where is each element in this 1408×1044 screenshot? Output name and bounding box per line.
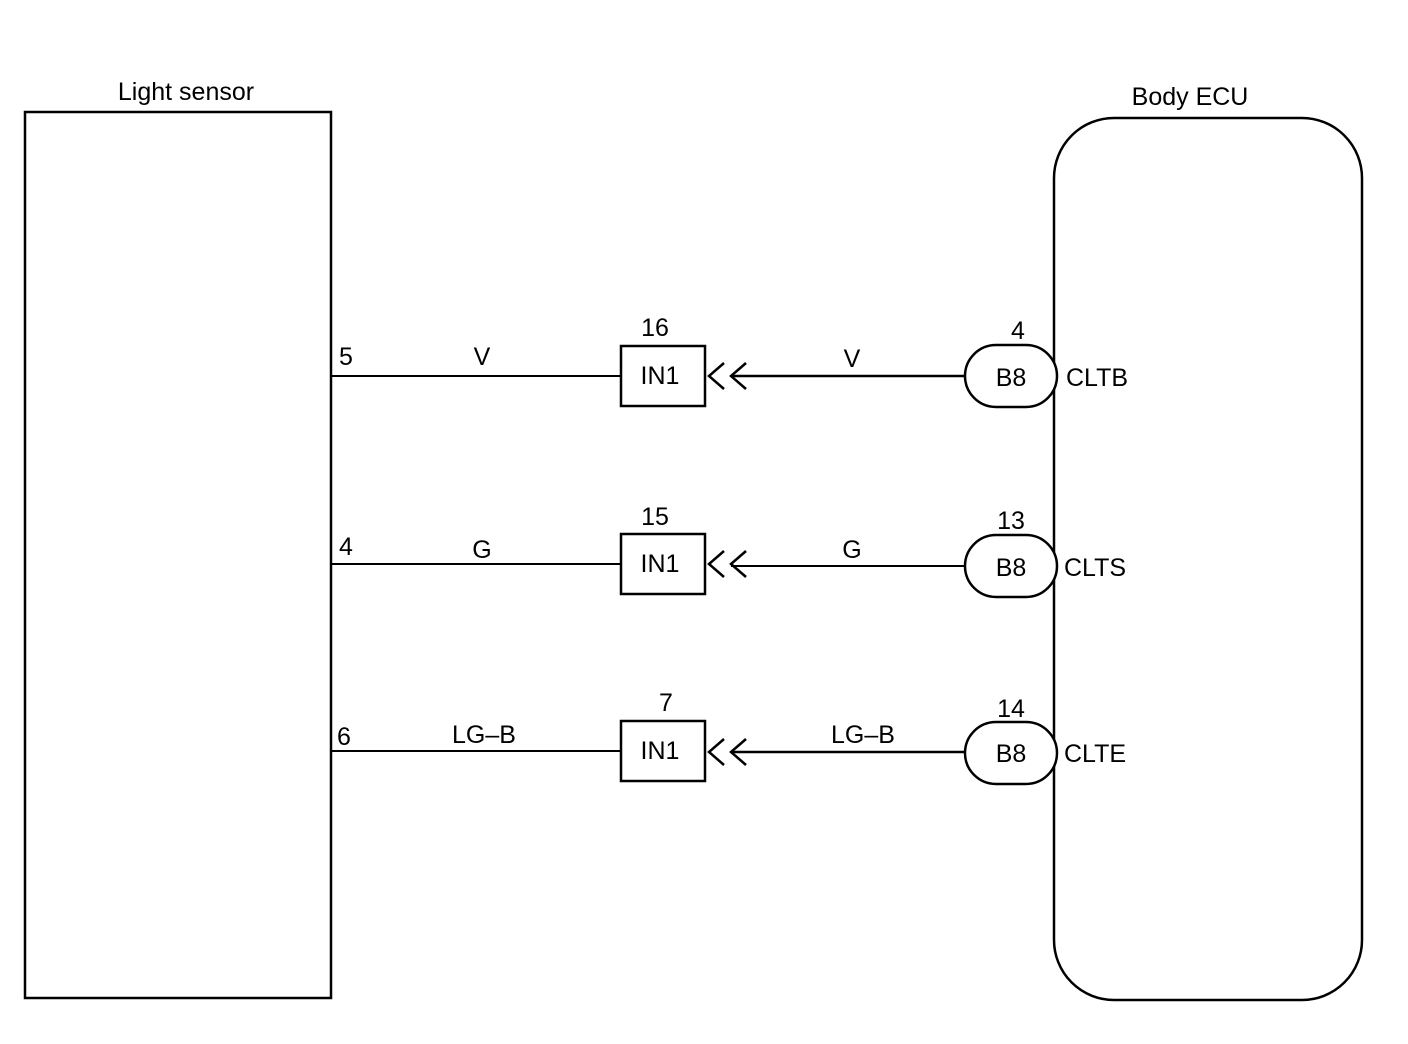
wire-color-left: LG–B	[452, 721, 516, 749]
wire-color-right: G	[842, 536, 861, 564]
junction-pin: 7	[659, 689, 673, 717]
junction-pin: 16	[641, 314, 669, 342]
light-sensor: Light sensor	[23, 78, 333, 1000]
wire-color-right: LG–B	[831, 721, 895, 749]
ecu-pin: 4	[1011, 317, 1025, 345]
sensor-pin: 6	[337, 723, 351, 751]
connector-chevron-icon	[707, 550, 747, 578]
junction-pin: 15	[641, 503, 669, 531]
ecu-connector-label: B8	[996, 364, 1027, 392]
junction-connector-box	[619, 719, 707, 783]
ecu-pin: 13	[997, 507, 1025, 535]
ecu-pin: 14	[997, 695, 1025, 723]
junction-connector-label: IN1	[641, 737, 680, 765]
sensor-pin: 5	[339, 343, 353, 371]
circuit-clte: 6 LG–B IN1 7 LG–B B8 14 CLTE	[331, 689, 1126, 786]
wire-color-left: G	[472, 536, 491, 564]
junction-connector-box	[619, 344, 707, 408]
junction-connector-label: IN1	[641, 362, 680, 390]
ecu-terminal: CLTS	[1064, 554, 1126, 582]
circuit-clts: 4 G IN1 15 G B8 13 CLTS	[331, 503, 1126, 599]
ecu-connector-pill	[963, 343, 1059, 409]
light-sensor-title: Light sensor	[118, 78, 254, 106]
ecu-connector-pill	[963, 533, 1059, 599]
body-ecu: Body ECU	[1052, 83, 1364, 1002]
ecu-connector-pill	[963, 720, 1059, 786]
wire-color-left: V	[474, 343, 491, 371]
body-ecu-title: Body ECU	[1132, 83, 1249, 111]
junction-connector-label: IN1	[641, 550, 680, 578]
ecu-terminal: CLTE	[1064, 740, 1126, 768]
sensor-pin: 4	[339, 533, 353, 561]
ecu-connector-label: B8	[996, 740, 1027, 768]
circuit-cltb: 5 V IN1 16 V B8 4 CLTB	[331, 314, 1128, 409]
ecu-terminal: CLTB	[1066, 364, 1128, 392]
light-sensor-box	[23, 110, 333, 1000]
junction-connector-box	[619, 532, 707, 596]
ecu-connector-label: B8	[996, 554, 1027, 582]
wire-color-right: V	[844, 345, 861, 373]
